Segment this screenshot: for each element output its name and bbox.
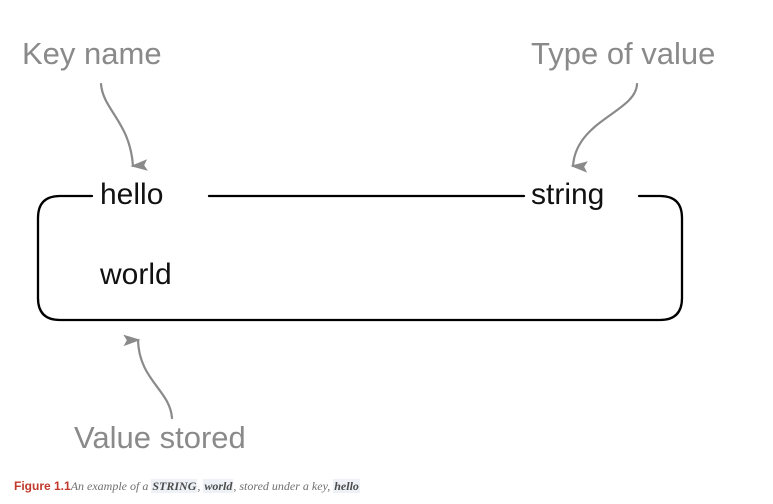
caption-code-string: STRING [151,479,198,493]
arrow-type-of-value-to-string [570,82,639,173]
caption-code-world: world [203,479,234,493]
caption-code-hello: hello [333,479,360,493]
box-key-label: hello [100,178,164,211]
arrow-key-name-to-hello [99,82,148,171]
annotation-label-value-stored: Value stored [74,420,246,455]
annotation-label-type-of-value: Type of value [531,36,716,71]
caption-part-1: An example of a [70,479,152,493]
box-value-label: world [100,258,172,291]
box-type-label: string [531,178,605,211]
figure-number: Figure 1.1 [14,479,71,493]
caption-part-3: , stored under a key, [233,479,334,493]
value-container-box [36,194,684,322]
figure-caption: Figure 1.1An example of a STRING, world,… [14,478,360,494]
annotation-label-key-name: Key name [22,36,162,71]
arrow-value-stored-to-box [123,334,174,420]
caption-part-2: , [197,479,204,493]
